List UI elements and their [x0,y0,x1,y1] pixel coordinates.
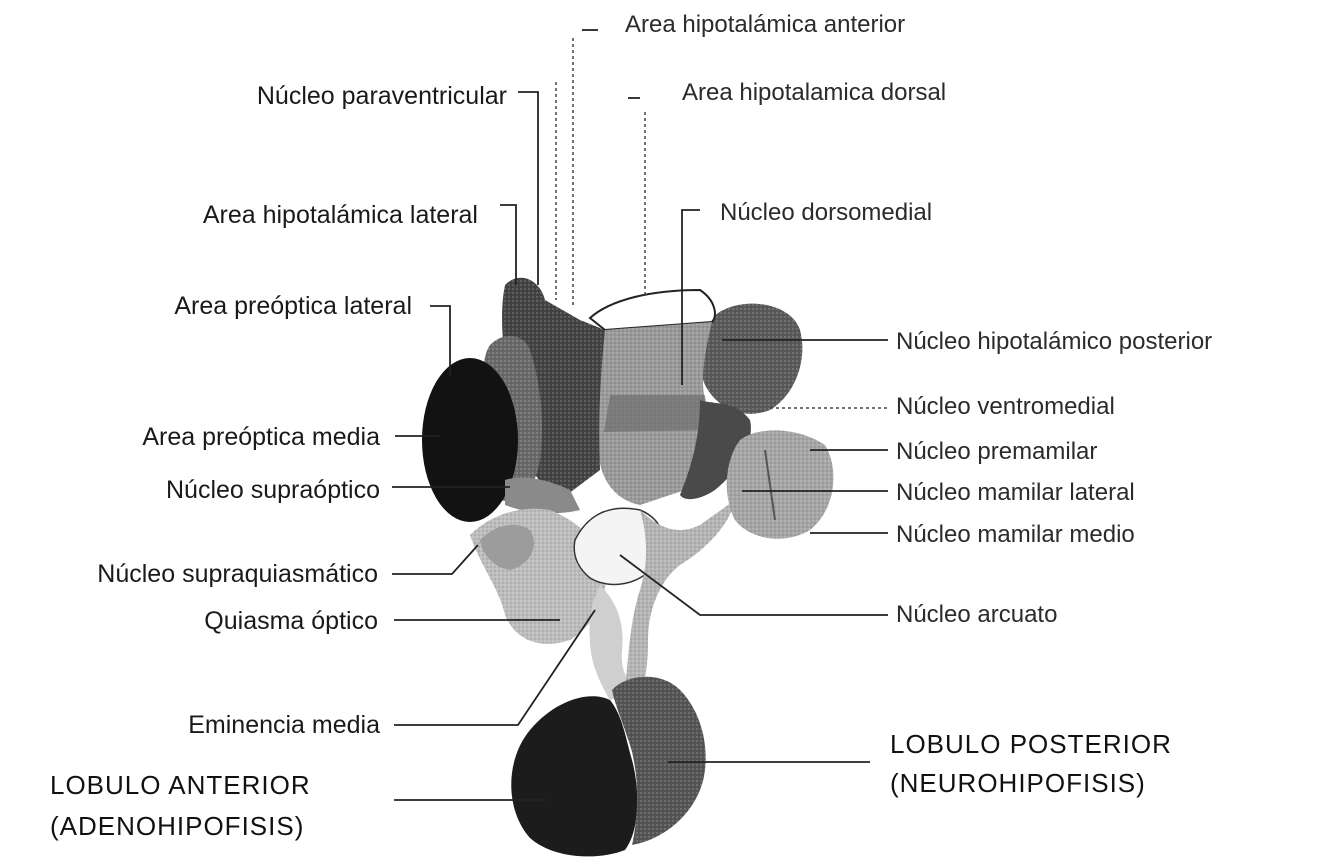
label-nucleo-mamilar-medio: Núcleo mamilar medio [896,521,1135,548]
area-preoptica-media-shape [422,358,518,522]
label-lobulo-posterior: LOBULO POSTERIOR [890,729,1172,759]
label-area-preoptica-media: Area preóptica media [142,423,380,451]
label-nucleo-premamilar: Núcleo premamilar [896,438,1097,465]
label-nucleo-mamilar-lateral: Núcleo mamilar lateral [896,479,1135,506]
label-nucleo-supraoptico: Núcleo supraóptico [166,476,380,504]
label-area-hipotalamica-anterior: Area hipotalámica anterior [625,11,905,38]
label-lobulo-anterior: LOBULO ANTERIOR [50,770,311,800]
label-area-hipotalamica-lateral: Area hipotalámica lateral [203,201,478,229]
label-adenohipofisis: (ADENOHIPOFISIS) [50,811,304,841]
label-area-hipotalamica-dorsal: Area hipotalamica dorsal [682,79,946,106]
label-neurohipofisis: (NEUROHIPOFISIS) [890,768,1146,798]
label-quiasma-optico: Quiasma óptico [204,607,378,635]
label-nucleo-hipotalamico-posterior: Núcleo hipotalámico posterior [896,328,1212,355]
label-eminencia-media: Eminencia media [188,711,380,739]
label-nucleo-dorsomedial: Núcleo dorsomedial [720,199,932,226]
label-nucleo-ventromedial: Núcleo ventromedial [896,393,1115,420]
label-nucleo-arcuato: Núcleo arcuato [896,601,1057,628]
lobulo-anterior-shape [511,696,637,856]
label-nucleo-supraquiasmatico: Núcleo supraquiasmático [97,560,378,588]
anatomy-shapes [422,278,833,857]
label-area-preoptica-lateral: Area preóptica lateral [174,292,412,320]
label-nucleo-paraventricular: Núcleo paraventricular [257,82,507,110]
